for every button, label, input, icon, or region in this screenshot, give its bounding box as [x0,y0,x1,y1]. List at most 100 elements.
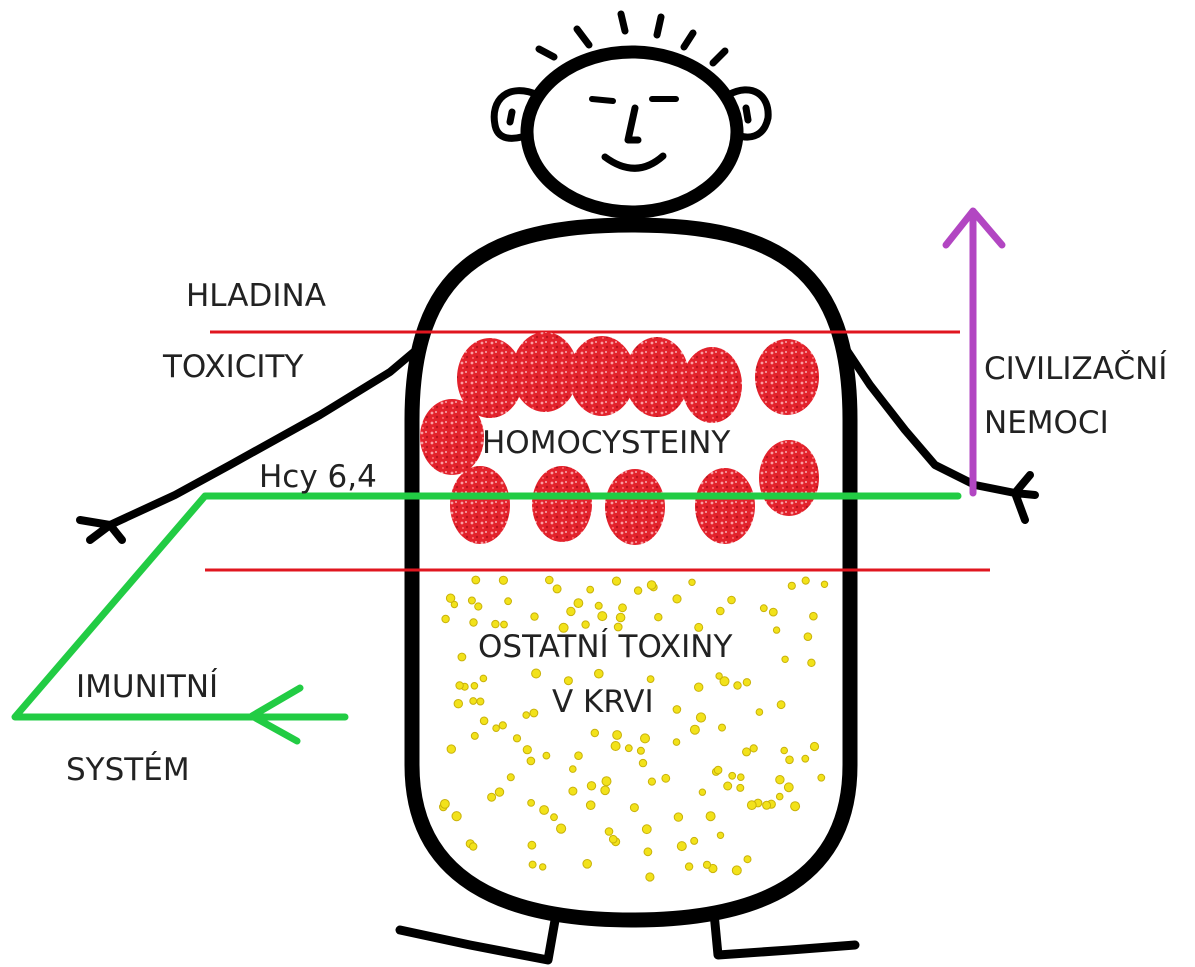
yellow-star-dot-icon [655,614,662,621]
yellow-star-dot-icon [732,866,741,875]
yellow-star-dot-icon [781,747,788,754]
yellow-star-dot-icon [634,587,641,594]
head [494,14,768,212]
yellow-star-dot-icon [488,793,496,801]
yellow-star-dot-icon [786,756,794,764]
yellow-star-dot-icon [734,682,741,689]
yellow-star-dot-icon [810,612,818,620]
yellow-star-dot-icon [609,835,617,843]
yellow-star-dot-icon [706,812,715,821]
yellow-star-dot-icon [750,745,757,752]
yellow-star-dot-icon [595,602,602,609]
label-toxicity: TOXICITY [163,352,303,383]
yellow-star-dot-icon [810,742,818,750]
body-capsule [412,225,850,920]
yellow-star-dot-icon [495,788,503,796]
yellow-star-dot-icon [743,679,750,686]
yellow-star-dot-icon [447,745,455,753]
yellow-star-dot-icon [662,774,670,782]
yellow-star-dot-icon [587,586,594,593]
yellow-star-dot-icon [673,595,681,603]
red-blob-icon [420,399,484,475]
yellow-star-dot-icon [788,582,795,589]
yellow-star-dot-icon [557,824,566,833]
yellow-star-dot-icon [743,748,751,756]
yellow-star-dot-icon [505,598,512,605]
red-blob-icon [605,469,665,545]
yellow-star-dot-icon [619,604,627,612]
yellow-star-dot-icon [530,709,538,717]
yellow-star-dot-icon [501,621,508,628]
yellow-star-dot-icon [595,669,604,678]
yellow-star-dot-icon [551,814,558,821]
red-blob-icon [755,339,819,415]
yellow-star-dot-icon [527,757,535,765]
yellow-star-dot-icon [470,698,477,705]
label-homocysteiny: HOMOCYSTEINY [482,428,730,459]
yellow-star-dot-icon [760,605,767,612]
yellow-star-dot-icon [756,709,763,716]
yellow-star-dot-icon [602,777,611,786]
yellow-star-dot-icon [729,772,736,779]
label-nemoci: NEMOCI [984,408,1109,439]
yellow-star-dot-icon [553,585,561,593]
yellow-star-dot-icon [598,612,607,621]
yellow-star-dot-icon [507,774,514,781]
yellow-star-dot-icon [616,613,625,622]
yellow-star-dot-icon [717,832,723,838]
yellow-star-dot-icon [601,786,610,795]
yellow-star-dot-icon [570,766,577,773]
yellow-star-dot-icon [719,724,726,731]
yellow-star-dot-icon [717,607,725,615]
yellow-star-dot-icon [689,579,695,585]
yellow-star-dot-icon [446,594,454,602]
yellow-star-dot-icon [737,784,744,791]
yellow-star-dot-icon [513,735,520,742]
yellow-star-dot-icon [724,782,732,790]
label-system: SYSTÉM [66,755,190,786]
red-blob-icon [512,332,578,412]
yellow-star-dot-icon [648,778,655,785]
yellow-star-dot-icon [646,873,654,881]
yellow-star-dot-icon [523,746,531,754]
yellow-star-dot-icon [582,621,589,628]
yellow-star-dot-icon [441,800,450,809]
yellow-star-dot-icon [543,752,550,759]
yellow-star-dot-icon [480,717,488,725]
yellow-star-dot-icon [673,739,680,746]
yellow-star-dot-icon [470,619,477,626]
yellow-star-dot-icon [642,825,651,834]
yellow-star-dot-icon [493,725,500,732]
label-ostatni-toxiny: OSTATNÍ TOXINY [478,632,732,663]
yellow-star-dot-icon [716,673,722,679]
yellow-star-dot-icon [583,860,592,869]
yellow-star-dot-icon [575,752,583,760]
yellow-star-dot-icon [528,800,535,807]
yellow-star-dot-icon [587,782,595,790]
yellow-star-dot-icon [690,725,699,734]
red-blob-icon [450,466,510,544]
label-hcy: Hcy 6,4 [259,462,377,493]
yellow-star-dot-icon [647,581,656,590]
yellow-star-dot-icon [499,722,506,729]
yellow-star-dot-icon [818,774,825,781]
yellow-star-dot-icon [639,759,646,766]
yellow-star-dot-icon [605,828,613,836]
yellow-star-dot-icon [625,745,632,752]
yellow-star-dot-icon [776,793,783,800]
yellow-star-dot-icon [738,774,745,781]
yellow-star-dot-icon [442,615,449,622]
yellow-star-dot-icon [714,766,722,774]
red-blob-icon [682,347,742,423]
red-blob-icon [532,466,592,542]
yellow-star-dot-icon [532,669,541,678]
yellow-star-dot-icon [470,843,477,850]
yellow-star-dot-icon [641,734,650,743]
label-hladina: HLADINA [186,281,326,312]
yellow-star-dot-icon [699,789,705,795]
yellow-star-dot-icon [674,813,682,821]
yellow-star-dot-icon [456,682,463,689]
yellow-star-dot-icon [471,683,478,690]
